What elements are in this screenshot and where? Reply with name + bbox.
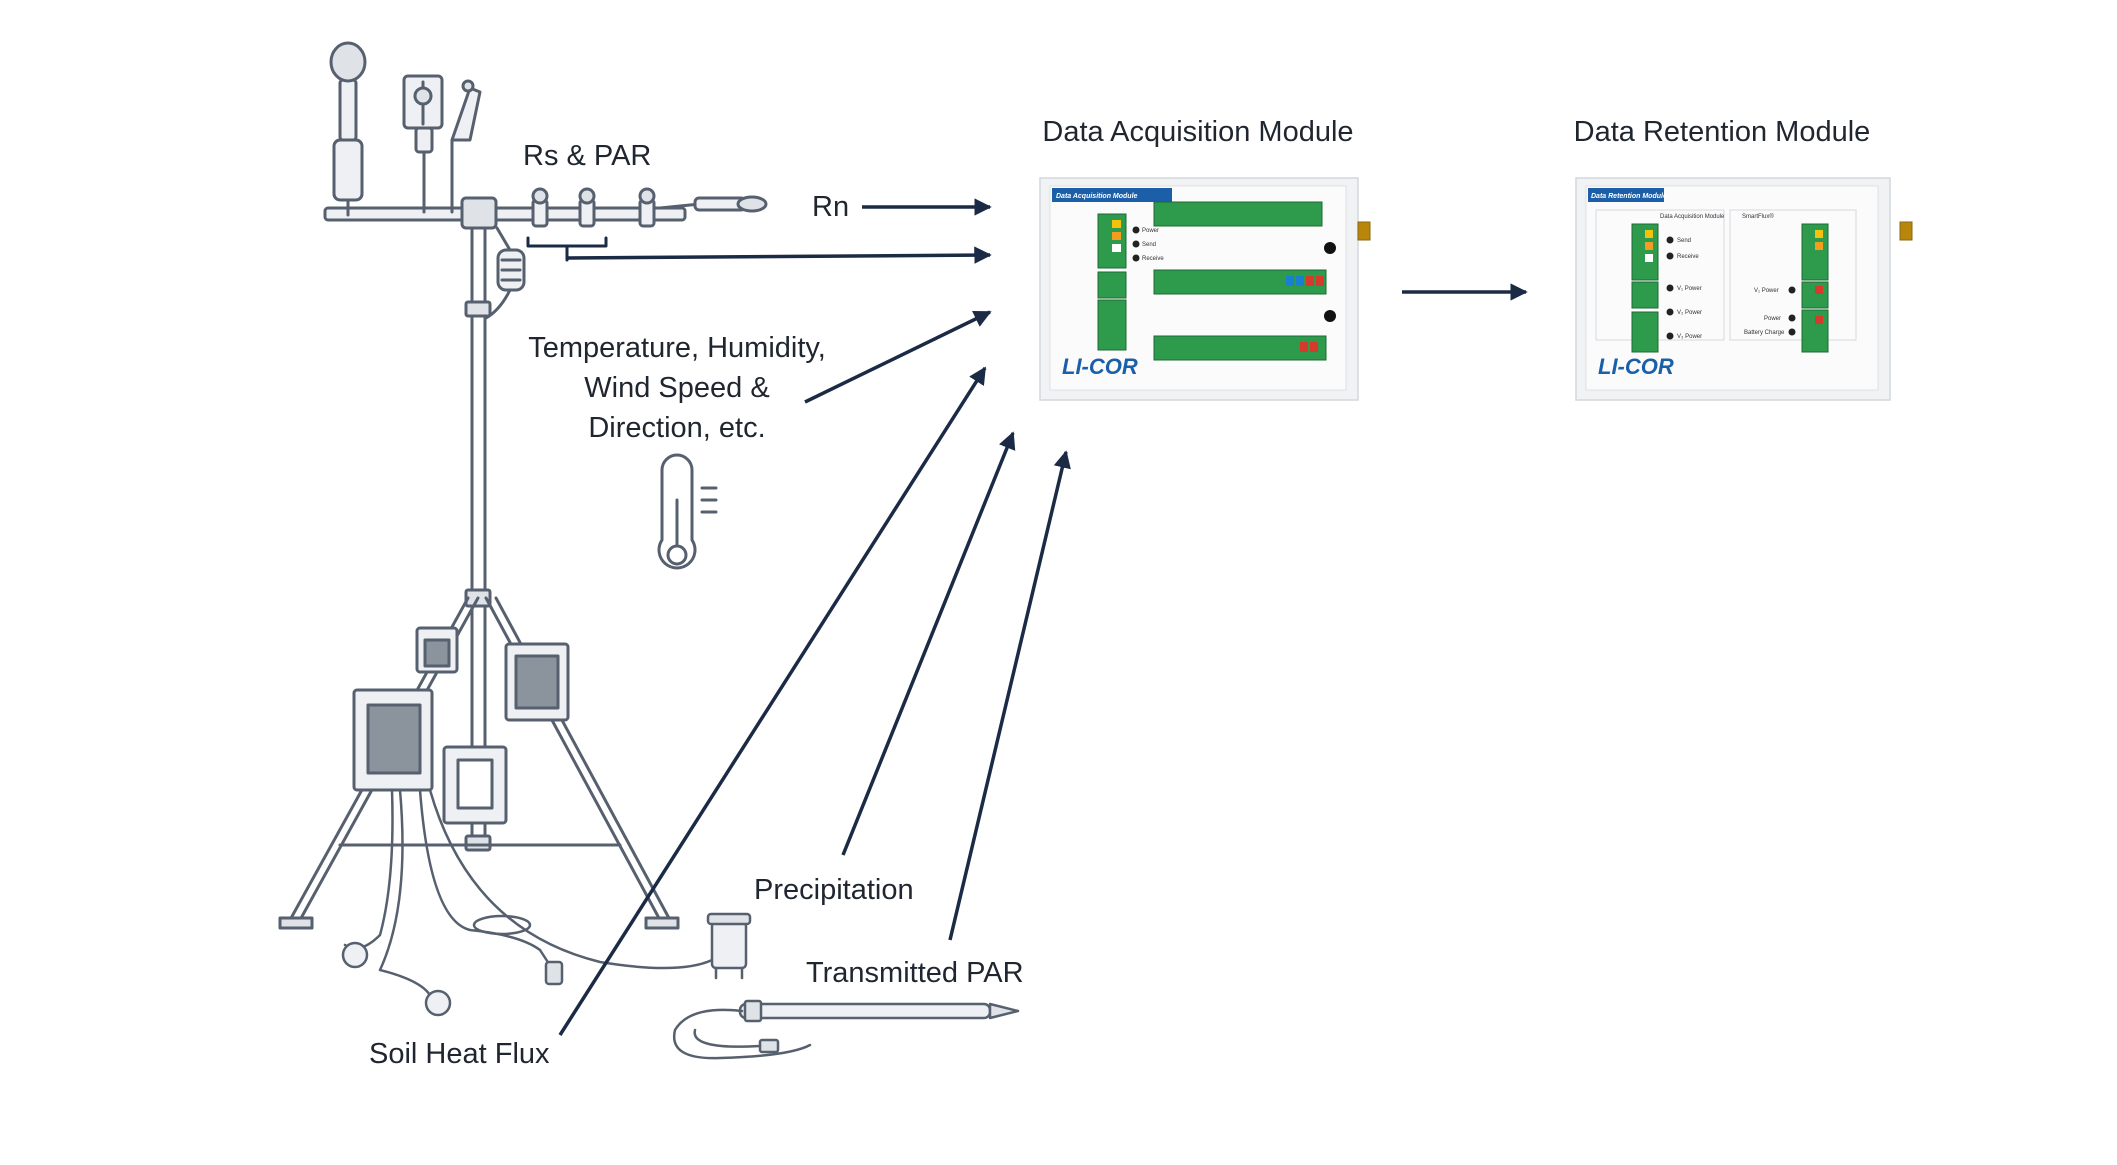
weather-station-illustration <box>278 41 1020 1060</box>
anemometer <box>402 74 482 214</box>
daq-header: Data Acquisition Module <box>1056 193 1138 200</box>
soil-heat-flux-label: Soil Heat Flux <box>369 1038 550 1070</box>
temperature-label-3: Direction, etc. <box>588 412 765 444</box>
crossarm <box>323 196 687 230</box>
transmitted-par-label: Transmitted PAR <box>806 957 1024 989</box>
drm-left-leds: Send Receive V₁ Power V₂ Power V₃ Power <box>1666 236 1702 340</box>
rn-label: Rn <box>812 191 849 223</box>
precipitation-arrow <box>841 431 1016 856</box>
soil-heat-flux-arrow <box>558 366 987 1036</box>
drm-led-receive: Receive <box>1677 254 1699 260</box>
temperature-label-2: Wind Speed & <box>584 372 769 404</box>
diagram-labels: Rs & PAR Rn Data Acquisition Module Data… <box>369 116 1870 1070</box>
daq-led-send: Send <box>1142 242 1156 248</box>
ground-cables <box>341 788 752 1017</box>
drm-sub-left: Data Acquisition Module <box>1660 214 1725 220</box>
drm-led-v2: V₂ Power <box>1677 310 1702 316</box>
temperature-probe-top <box>329 41 367 217</box>
daq-leds: Power Send Receive <box>1132 226 1164 262</box>
drm-led-r-power: Power <box>1764 316 1781 322</box>
drm-led-v1: V₁ Power <box>1677 286 1702 292</box>
transmitted-par-arrow <box>948 450 1071 941</box>
drm-title: Data Retention Module <box>1574 116 1871 148</box>
drm-header: Data Retention Module <box>1591 193 1667 200</box>
drm-led-send: Send <box>1677 238 1691 244</box>
daq-title: Data Acquisition Module <box>1042 116 1353 148</box>
drm-led-r-battery: Battery Charge <box>1744 330 1785 336</box>
daq-logo: LI-COR <box>1062 354 1138 379</box>
temperature-arrow <box>804 310 992 404</box>
drm-logo: LI-COR <box>1598 354 1674 379</box>
enclosures <box>352 626 570 825</box>
rs-par-sensors <box>531 187 656 228</box>
rs-par-label: Rs & PAR <box>523 140 651 172</box>
daq-led-receive: Receive <box>1142 256 1164 262</box>
drm-left-terminals <box>1631 223 1659 353</box>
daq-left-terminals <box>1097 213 1127 351</box>
radiation-shield <box>484 226 526 320</box>
daq-terminal-strips <box>1153 201 1327 361</box>
net-radiometer <box>658 195 768 213</box>
thermometer-icon <box>657 453 718 570</box>
drm-led-v3: V₃ Power <box>1677 334 1702 340</box>
drm-right-terminals <box>1801 223 1829 353</box>
drm-right-leds: V₁ Power Power Battery Charge <box>1744 286 1796 336</box>
drm-module-device: Data Retention Module Data Acquisition M… <box>1575 177 1913 401</box>
drm-led-r-v1: V₁ Power <box>1754 288 1779 294</box>
precipitation-label: Precipitation <box>754 874 914 906</box>
daq-led-power: Power <box>1142 228 1159 234</box>
line-quantum-sensor <box>672 999 1020 1060</box>
connection-arrows <box>558 198 1528 1036</box>
drm-sub-right: SmartFlux® <box>1742 213 1774 220</box>
temperature-label-1: Temperature, Humidity, <box>528 332 826 364</box>
rs-par-arrow <box>566 246 992 264</box>
daq-module-device: Data Acquisition Module Power Send Recei… <box>1039 177 1371 401</box>
